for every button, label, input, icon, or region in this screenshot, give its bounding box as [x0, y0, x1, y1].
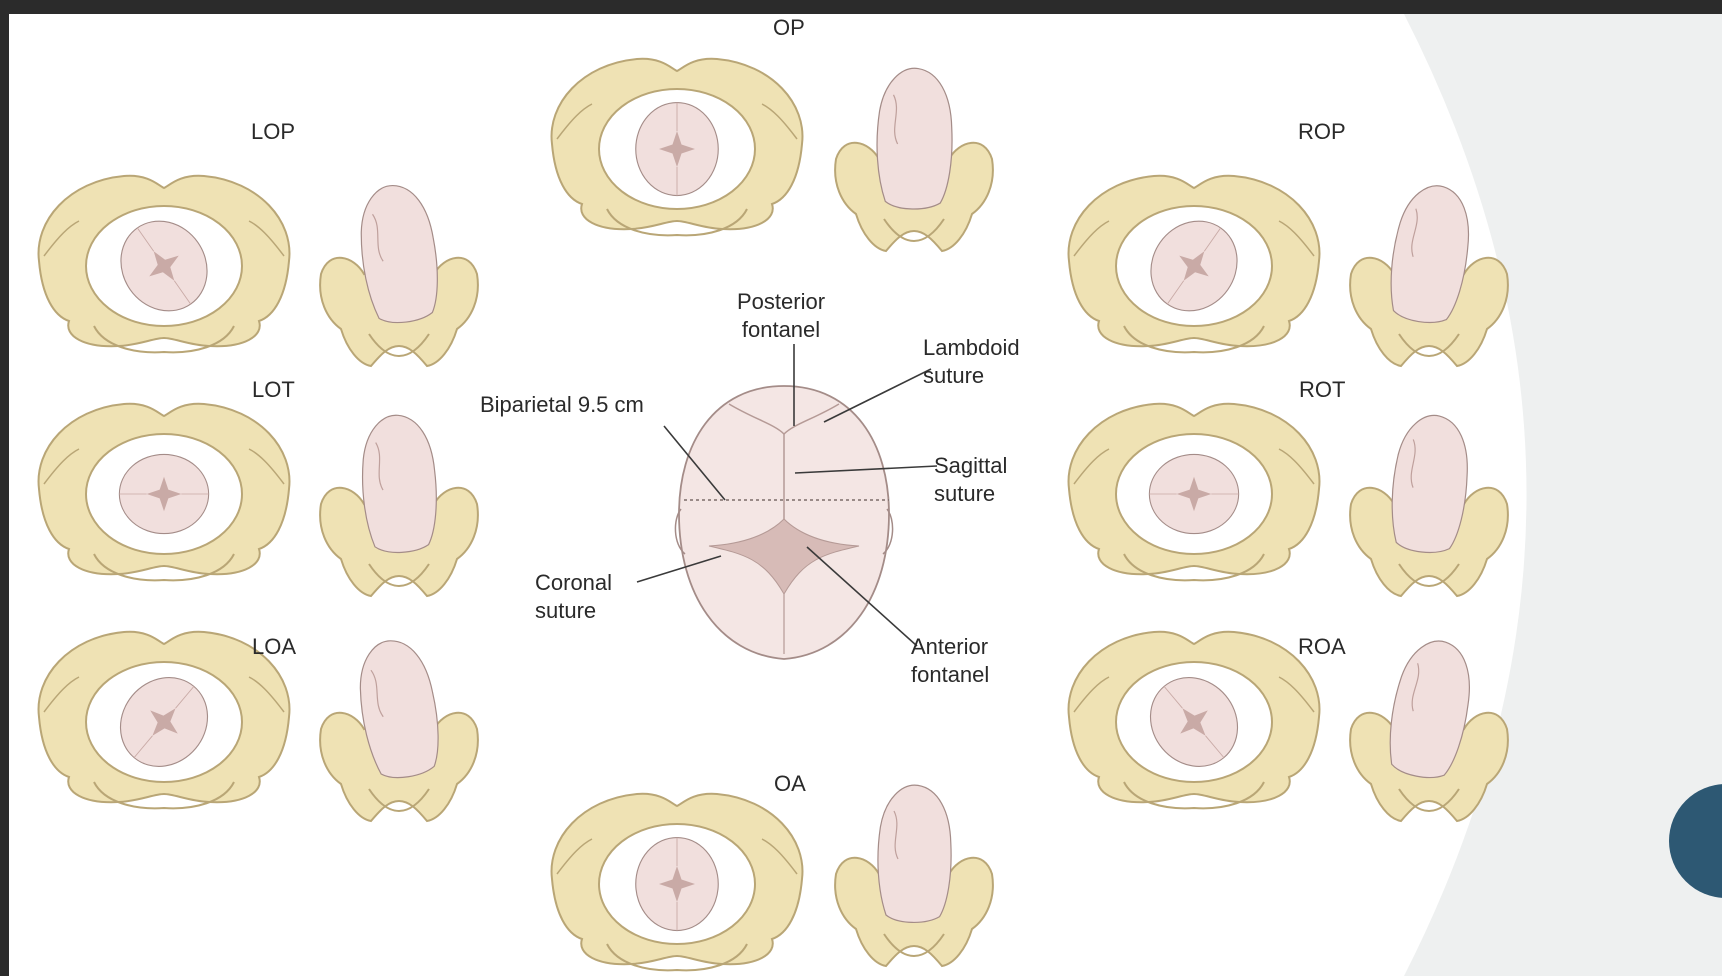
roa-fetus-front-view — [1349, 634, 1509, 822]
label-loa: LOA — [252, 634, 297, 659]
fetal-skull-diagram — [636, 344, 938, 660]
lot-pelvis-top-view — [37, 402, 291, 582]
roa-pelvis-top-view — [1067, 630, 1321, 810]
slide-background-curve — [1404, 14, 1722, 976]
label-anterior-fontanel: Anterior fontanel — [911, 634, 990, 687]
lot-fetus-front-view — [319, 412, 479, 597]
label-lop: LOP — [251, 119, 296, 144]
oa-pelvis-top-view — [550, 792, 804, 972]
op-fetus-front-view — [834, 67, 994, 252]
label-oa: OA — [774, 771, 806, 796]
rot-fetus-front-view — [1349, 411, 1509, 597]
label-coronal-suture: Coronal suture — [535, 570, 613, 623]
lop-pelvis-top-view — [37, 174, 291, 354]
label-posterior-fontanel: Posterior fontanel — [737, 289, 826, 342]
oa-fetus-front-view — [834, 784, 994, 967]
lop-fetus-front-view — [319, 180, 479, 367]
rot-pelvis-top-view — [1067, 402, 1321, 582]
label-rot: ROT — [1299, 377, 1346, 402]
label-lambdoid-suture: Lambdoid suture — [923, 335, 1020, 388]
rop-fetus-front-view — [1349, 180, 1509, 367]
loa-fetus-front-view — [319, 634, 479, 822]
label-rop: ROP — [1298, 119, 1346, 144]
label-lot: LOT — [252, 377, 295, 402]
label-biparietal: Biparietal 9.5 cm — [480, 392, 644, 417]
label-op: OP — [773, 15, 805, 40]
label-roa: ROA — [1298, 634, 1346, 659]
fetal-position-diagram — [37, 57, 1509, 972]
label-sagittal-suture: Sagittal suture — [934, 453, 1008, 506]
slide: OP LOP ROP LOT ROT LOA ROA OA Posterior … — [9, 14, 1722, 976]
op-pelvis-top-view — [550, 57, 804, 237]
rop-pelvis-top-view — [1067, 174, 1321, 354]
